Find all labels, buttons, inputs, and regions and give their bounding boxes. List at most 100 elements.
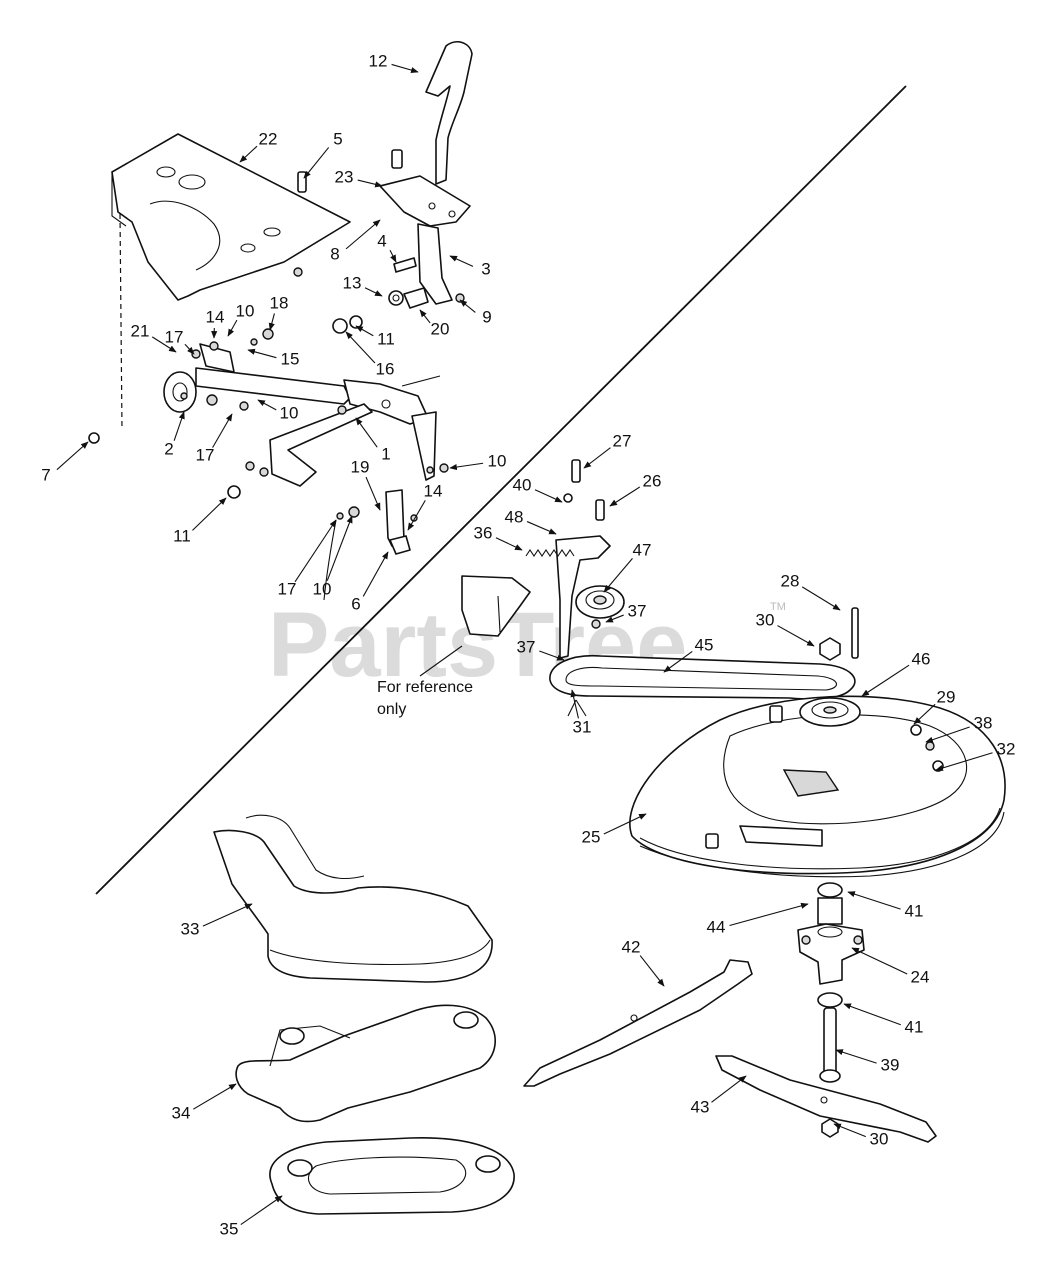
reference-note-line-1: For reference <box>377 679 473 696</box>
callout-label-39: 39 <box>881 1055 900 1074</box>
callout-label-27: 27 <box>613 431 632 450</box>
lift-bracket-plate <box>111 133 351 301</box>
callout-leader <box>729 902 809 927</box>
callout-leader <box>294 519 337 583</box>
callout-leader <box>365 476 381 511</box>
callout-label-21: 21 <box>131 321 150 340</box>
lift-arm-plate <box>417 223 453 305</box>
callout-label-17: 17 <box>278 579 297 598</box>
spindle-shaft <box>823 1007 837 1075</box>
callout-leader <box>449 255 474 267</box>
callout-label-12: 12 <box>369 51 388 70</box>
callout-leader <box>240 1195 283 1226</box>
callout-label-35: 35 <box>220 1219 239 1238</box>
callout-label-36: 36 <box>474 523 493 542</box>
callout-leader <box>362 551 389 597</box>
callout-leader <box>303 147 330 179</box>
callout-leader <box>570 689 579 719</box>
callout-label-16: 16 <box>376 359 395 378</box>
callout-label-38: 38 <box>974 713 993 732</box>
spindle-assembly <box>797 882 865 1138</box>
spindle-housing <box>797 923 865 985</box>
callout-leader <box>539 650 565 661</box>
callout-label-2: 2 <box>164 439 173 458</box>
callout-label-33: 33 <box>181 919 200 938</box>
callout-label-17: 17 <box>165 327 184 346</box>
callout-label-19: 19 <box>351 457 370 476</box>
callout-label-24: 24 <box>911 967 930 986</box>
callout-label-42: 42 <box>622 937 641 956</box>
spindle-bearing-upper <box>817 882 843 898</box>
idler-belt-assembly <box>461 459 856 717</box>
callout-label-6: 6 <box>351 594 360 613</box>
callout-leader <box>151 336 177 353</box>
idler-spring <box>525 549 575 557</box>
callout-label-15: 15 <box>281 349 300 368</box>
callout-leader <box>345 219 381 250</box>
callout-leader <box>861 664 910 697</box>
callout-leader <box>605 614 624 623</box>
callout-leader <box>459 299 476 313</box>
callout-label-9: 9 <box>482 307 491 326</box>
callout-label-11: 11 <box>377 329 395 348</box>
callout-leader <box>847 891 901 910</box>
callout-leader <box>345 331 376 364</box>
lift-shaft <box>195 367 351 405</box>
callout-label-10: 10 <box>280 403 299 422</box>
callout-leader <box>173 411 185 441</box>
callout-leader <box>56 441 89 471</box>
callout-leader <box>777 625 815 647</box>
callout-leader <box>851 947 908 975</box>
section-divider <box>95 85 907 895</box>
callout-label-32: 32 <box>997 739 1016 758</box>
callout-leader <box>495 537 523 551</box>
callout-label-14: 14 <box>206 307 225 326</box>
callout-label-17: 17 <box>196 445 215 464</box>
callout-label-47: 47 <box>633 540 652 559</box>
callout-leader <box>833 1123 867 1138</box>
callout-label-11: 11 <box>173 526 191 545</box>
pivot-bushing <box>163 371 197 413</box>
reference-note-line-2: only <box>377 701 406 718</box>
callout-label-10: 10 <box>236 301 255 320</box>
callout-label-3: 3 <box>481 259 490 278</box>
callout-label-22: 22 <box>259 129 278 148</box>
callout-label-7: 7 <box>41 465 50 484</box>
callout-leader <box>419 309 431 324</box>
callout-label-30: 30 <box>756 610 775 629</box>
callout-label-10: 10 <box>313 579 332 598</box>
spindle-bearing-lower <box>817 992 843 1008</box>
callout-leader <box>357 179 383 188</box>
callout-leader <box>663 651 693 673</box>
front-lift-arm <box>269 403 373 487</box>
callout-label-5: 5 <box>333 129 342 148</box>
mower-blade-42 <box>523 959 753 1087</box>
callout-leader <box>449 462 484 471</box>
callout-leader <box>212 413 233 448</box>
mulching-plug-34 <box>235 1004 496 1123</box>
callout-label-34: 34 <box>172 1103 191 1122</box>
callout-label-41: 41 <box>905 1017 924 1036</box>
callout-label-31: 31 <box>573 717 592 736</box>
callout-label-26: 26 <box>643 471 662 490</box>
callout-leader <box>391 63 419 74</box>
chute-deflector-35 <box>269 1137 515 1215</box>
callout-leader <box>326 515 353 581</box>
callout-leader <box>603 813 647 835</box>
callout-leader <box>192 497 227 531</box>
callout-leader <box>247 348 277 359</box>
callout-leader <box>364 287 383 297</box>
mower-blade-43 <box>715 1055 937 1143</box>
callout-label-46: 46 <box>912 649 931 668</box>
callout-label-8: 8 <box>330 244 339 263</box>
callout-label-41: 41 <box>905 901 924 920</box>
callout-label-48: 48 <box>505 507 524 526</box>
callout-label-40: 40 <box>513 475 532 494</box>
callout-leader <box>925 726 970 743</box>
callout-label-37: 37 <box>517 637 536 656</box>
callout-label-45: 45 <box>695 635 714 654</box>
callout-label-14: 14 <box>424 481 443 500</box>
callout-leader <box>257 399 277 411</box>
callout-leader <box>843 1003 901 1026</box>
